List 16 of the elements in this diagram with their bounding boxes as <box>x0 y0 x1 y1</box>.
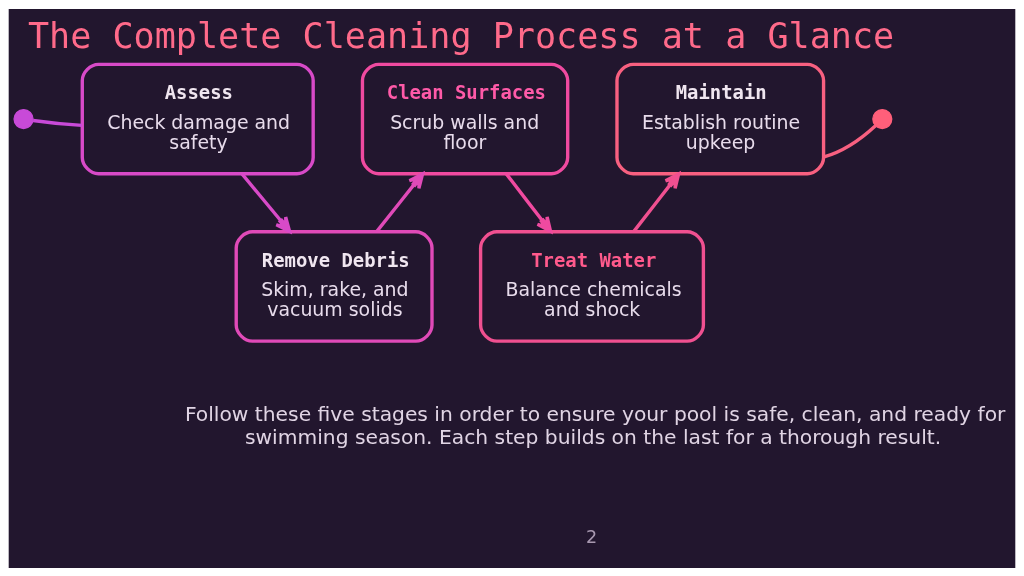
arrow <box>240 172 292 233</box>
connector <box>823 123 877 158</box>
arrow <box>632 171 681 232</box>
node-box: Clean Surfaces Scrub walls and floor <box>360 62 570 175</box>
node-box: Remove Debris Skim, rake, and vacuum solids <box>234 229 434 343</box>
node-circle <box>13 108 34 129</box>
arrow <box>504 172 553 233</box>
node-box: Treat Water Balance chemicals and shock <box>478 229 706 343</box>
label: 2 <box>585 526 598 547</box>
node-circle <box>872 108 893 129</box>
arrow <box>375 171 425 232</box>
node-box: Maintain Establish routine upkeep <box>615 62 826 175</box>
connector <box>32 118 83 127</box>
diagram-title: The Complete Cleaning Process at a Glance <box>27 14 895 56</box>
caption: Follow these five stages in order to ensure your pool is safe, clean, and ready for swimming season. Each step builds on the last for a thorough result. <box>184 401 1006 449</box>
node-box: Assess Check damage and safety <box>80 62 315 175</box>
